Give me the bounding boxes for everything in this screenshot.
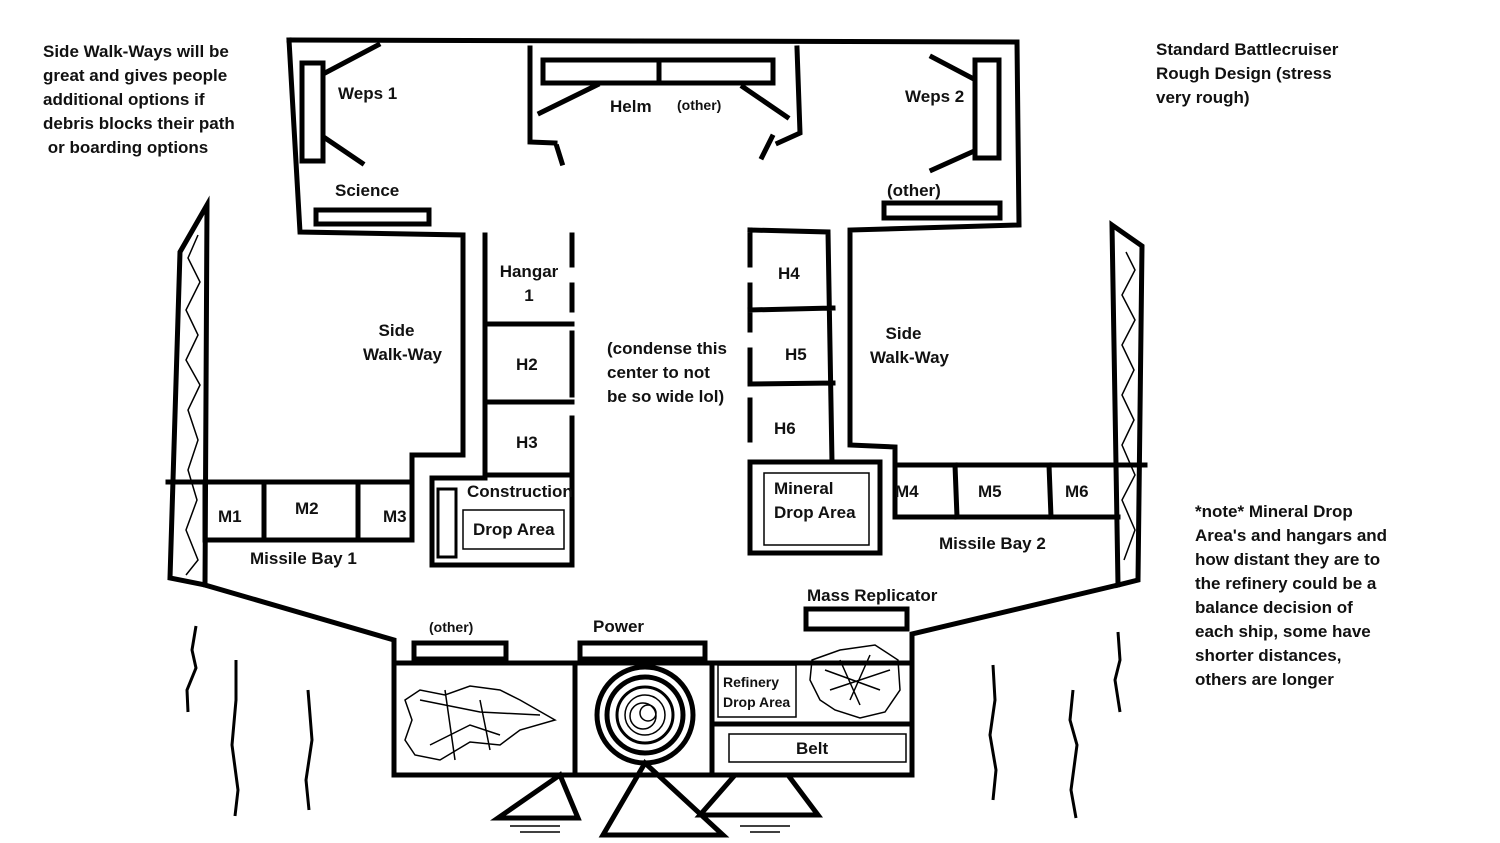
walkway-line: Side (885, 324, 922, 343)
center-note: (condense this center to not be so wide … (607, 337, 727, 409)
missile-m6-label: M6 (1065, 482, 1089, 501)
note-line: *note* Mineral Drop (1195, 502, 1353, 521)
missile-bay-2-label: Missile Bay 2 (939, 534, 1046, 553)
missile-m4-label: M4 (895, 482, 919, 501)
left-walkway-pillar (167, 195, 210, 589)
center-note-line: center to not (607, 363, 710, 382)
center-note-line: be so wide lol) (607, 387, 725, 406)
refinery-drop-area (717, 664, 797, 718)
left-hangar-column (482, 232, 575, 478)
note-line: or boarding options (43, 138, 209, 157)
belt (728, 733, 907, 763)
mineral-drop-note: *note* Mineral Drop Area's and hangars a… (1195, 500, 1387, 692)
bridge-wall-left (202, 37, 466, 543)
note-line: how distant they are to (1195, 550, 1381, 569)
side-walkway-right-label: Side Walk-Way (862, 322, 957, 370)
note-line: very rough) (1156, 88, 1250, 107)
machinery-right (809, 644, 901, 719)
side-walkway-left-label: Side Walk-Way (355, 319, 450, 367)
refinery-line: Refinery (723, 674, 780, 690)
note-line: balance decision of (1195, 598, 1353, 617)
helm-bay-wall (527, 45, 803, 167)
walkway-line: Walk-Way (869, 348, 950, 367)
note-line: the refinery could be a (1195, 574, 1377, 593)
thruster-right (694, 772, 823, 818)
mineral-drop-line: Drop Area (774, 503, 856, 522)
helm-other-label: (other) (677, 97, 722, 113)
thruster-center (598, 759, 730, 838)
weps1-console (299, 60, 326, 164)
note-line: others are longer (1195, 670, 1334, 689)
hangar-5-label: H5 (785, 345, 807, 364)
exhaust-right (988, 631, 1122, 819)
mineral-drop-block (747, 459, 883, 556)
note-line: great and gives people (43, 66, 228, 85)
note-line: Area's and hangars and (1195, 526, 1388, 545)
exhaust-left (185, 625, 314, 817)
machinery-left (404, 685, 557, 761)
hull-right (709, 581, 1122, 727)
refinery-line: Drop Area (723, 694, 791, 710)
engine-other-console (411, 640, 509, 662)
right-walkway-pillar (1109, 220, 1145, 589)
note-line: additional options if (43, 90, 205, 109)
thruster-left (490, 771, 582, 821)
hangar-1-label: Hangar 1 (490, 260, 568, 308)
belt-label: Belt (796, 739, 829, 758)
science-console (313, 207, 432, 227)
note-line: debris blocks their path (43, 114, 235, 133)
walkway-line: Side (378, 321, 415, 340)
power-console (577, 640, 708, 662)
other-console (881, 200, 1003, 221)
hangar-1-line: 1 (524, 286, 534, 305)
construction-label: Construction (467, 482, 573, 501)
note-line: Standard Battlecruiser (1156, 40, 1339, 59)
power-core (594, 664, 696, 766)
center-note-line: (condense this (607, 339, 727, 358)
note-line: each ship, some have (1195, 622, 1371, 641)
construction-block (429, 472, 575, 568)
missile-m1-label: M1 (218, 507, 242, 526)
side-walkway-note: Side Walk-Ways will be great and gives p… (43, 40, 235, 160)
note-line: shorter distances, (1195, 646, 1342, 665)
hangar-2-label: H2 (516, 355, 538, 374)
mass-replicator-console (803, 606, 910, 632)
engine-other-label: (other) (429, 619, 474, 635)
mineral-drop-label: Mineral Drop Area (774, 477, 856, 525)
mass-replicator-label: Mass Replicator (807, 586, 938, 605)
weps1-label: Weps 1 (338, 84, 398, 103)
hangar-1-line: Hangar (499, 262, 559, 281)
mineral-drop-line: Mineral (774, 479, 834, 498)
hangar-3-label: H3 (516, 433, 538, 452)
missile-m2-label: M2 (295, 499, 319, 518)
walkway-line: Walk-Way (362, 345, 443, 364)
right-hangar-column (747, 227, 883, 465)
construction-drop-area (462, 509, 565, 550)
drop-area-label: Drop Area (473, 520, 555, 539)
bridge-wall (286, 37, 1121, 520)
missile-bay-2 (892, 462, 1148, 520)
missile-m3-label: M3 (383, 507, 407, 526)
design-title-note: Standard Battlecruiser Rough Design (str… (1156, 38, 1338, 110)
other-label: (other) (887, 181, 941, 200)
hangar-4-label: H4 (778, 264, 800, 283)
weps2-console (972, 57, 1002, 161)
hangar-6-label: H6 (774, 419, 796, 438)
helm-label: Helm (610, 97, 652, 116)
note-line: Rough Design (stress (1156, 64, 1332, 83)
note-line: Side Walk-Ways will be (43, 42, 229, 61)
refinery-drop-label: Refinery Drop Area (723, 672, 790, 712)
missile-m5-label: M5 (978, 482, 1002, 501)
weps2-label: Weps 2 (905, 87, 965, 106)
science-label: Science (335, 181, 400, 200)
hull-left (201, 581, 718, 778)
power-label: Power (593, 617, 645, 636)
missile-bay-1-label: Missile Bay 1 (250, 549, 357, 568)
